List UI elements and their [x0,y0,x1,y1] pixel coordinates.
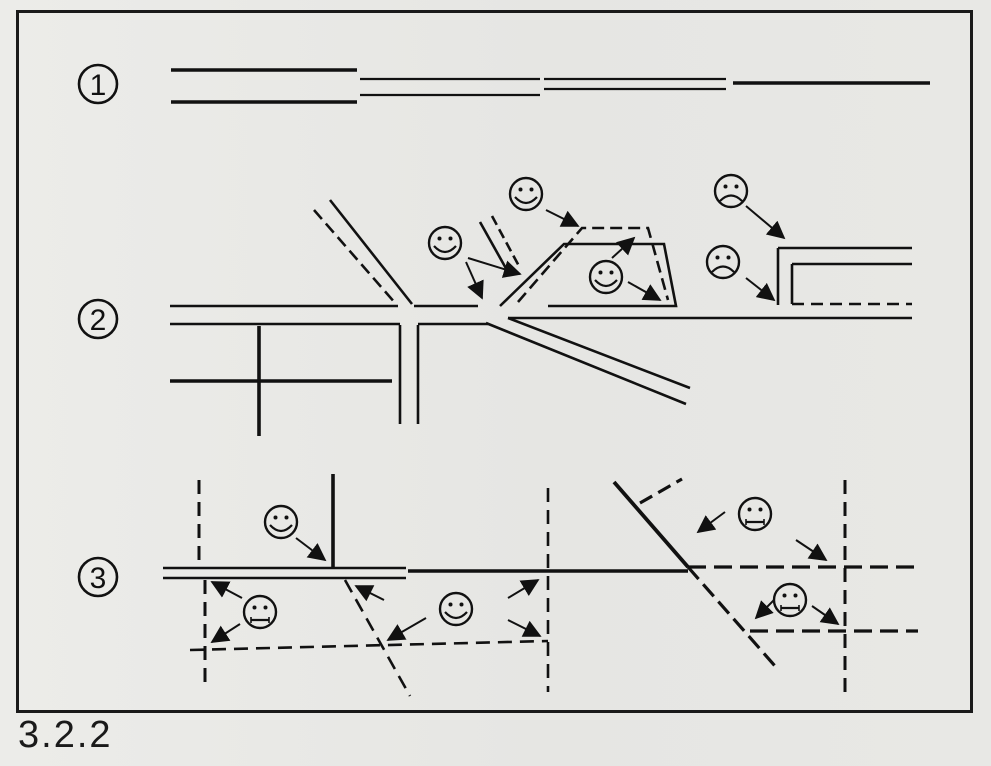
smiley-neutral-icon [772,582,808,618]
figure-frame [16,10,973,713]
smiley-neutral-icon [242,594,278,630]
smiley-happy-icon [263,504,299,540]
smiley-sad-icon [713,173,749,209]
row-1-number: 1 [77,63,119,105]
row-3-roads [163,474,918,697]
svg-text:3: 3 [90,562,107,595]
smiley-happy-icon [588,259,624,295]
smiley-happy-icon [427,225,463,261]
row-2-number: 2 [77,298,119,340]
smiley-neutral-icon [737,496,773,532]
figure-caption: 3.2.2 [18,714,113,756]
svg-text:1: 1 [90,69,107,102]
row-3-number: 3 [77,556,119,598]
row-2-roads [170,199,912,436]
smiley-happy-icon [508,176,544,212]
smiley-happy-icon [438,591,474,627]
smiley-sad-icon [705,244,741,280]
row-2-arrows [465,205,786,302]
svg-text:2: 2 [90,304,107,337]
row-3-arrows [210,511,840,643]
row-1-lines [171,68,930,104]
